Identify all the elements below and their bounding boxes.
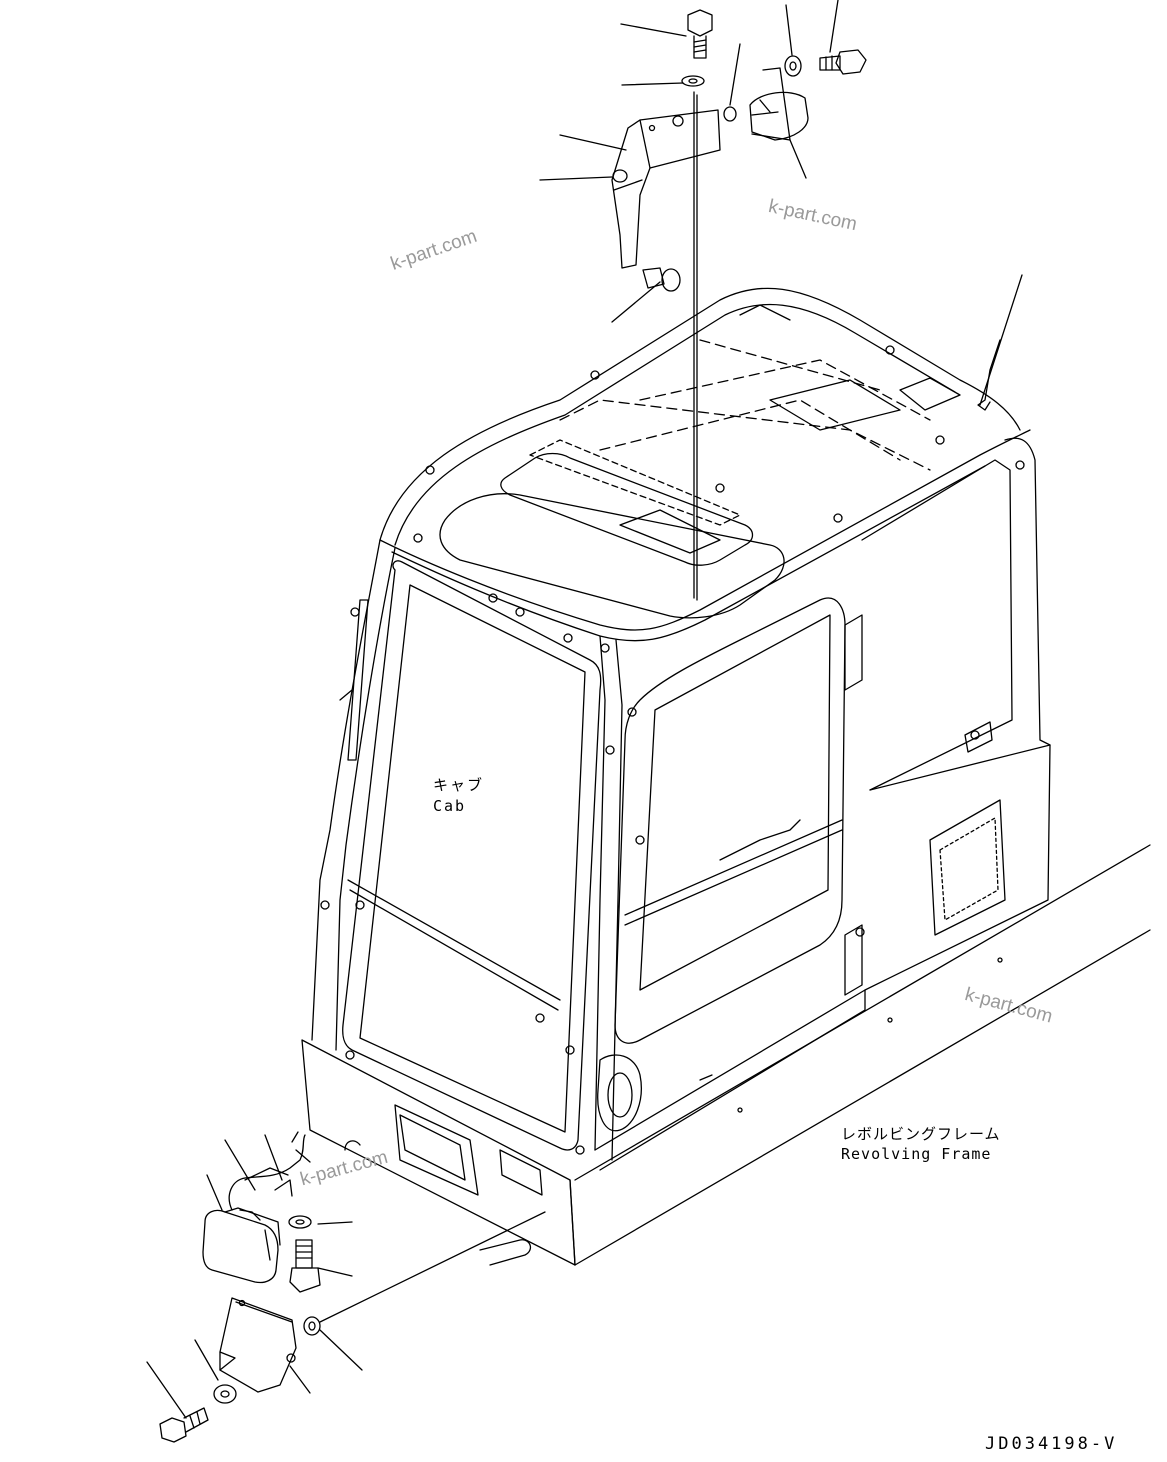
revolving-frame bbox=[302, 845, 1150, 1265]
antenna bbox=[978, 275, 1022, 410]
cab-label-jp: キャブ bbox=[433, 776, 485, 794]
cab-label-en: Cab bbox=[433, 797, 467, 815]
cab-rivets bbox=[321, 346, 1024, 1154]
frame-label-en: Revolving Frame bbox=[841, 1145, 992, 1163]
cab-outline bbox=[312, 288, 1050, 1170]
lower-light-assembly bbox=[147, 1132, 545, 1442]
frame-label-jp: レボルビングフレーム bbox=[841, 1125, 1001, 1143]
top-light-bracket-assembly bbox=[540, 0, 866, 600]
drawing-number: JD034198-V bbox=[985, 1434, 1118, 1454]
